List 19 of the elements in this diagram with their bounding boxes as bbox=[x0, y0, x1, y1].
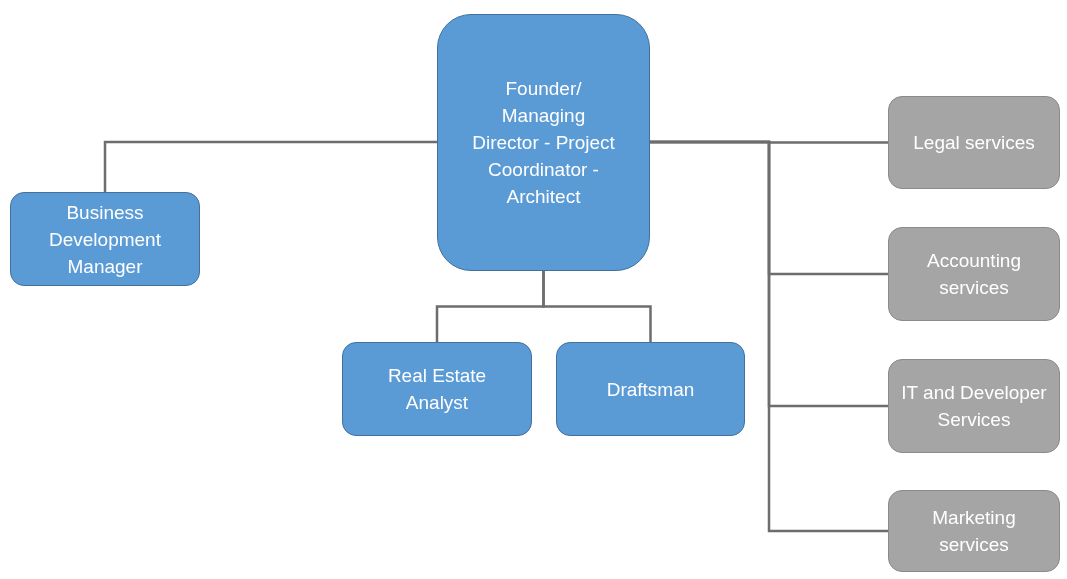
role-label: Accounting services bbox=[926, 249, 1022, 300]
role-label: Real Estate Analyst bbox=[386, 364, 488, 415]
org-box bbox=[437, 14, 650, 271]
role-label: Business Development Manager bbox=[48, 200, 162, 279]
org-box bbox=[342, 342, 532, 436]
org-box bbox=[556, 342, 745, 436]
connector-line bbox=[103, 140, 437, 192]
org-box bbox=[888, 96, 1060, 189]
role-label: Legal services bbox=[913, 131, 1035, 155]
role-label: Draftsman bbox=[606, 377, 695, 402]
role-label: Marketing services bbox=[931, 506, 1017, 557]
org-box bbox=[888, 227, 1060, 321]
connector-line bbox=[650, 140, 888, 533]
org-box bbox=[888, 359, 1060, 453]
org-box bbox=[10, 192, 200, 286]
role-label: Founder/ Managing Director - Project Coordinator - Architect bbox=[471, 77, 616, 209]
connector-line bbox=[542, 271, 652, 342]
org-box bbox=[888, 490, 1060, 572]
role-label: IT and Developer Services bbox=[900, 381, 1048, 432]
